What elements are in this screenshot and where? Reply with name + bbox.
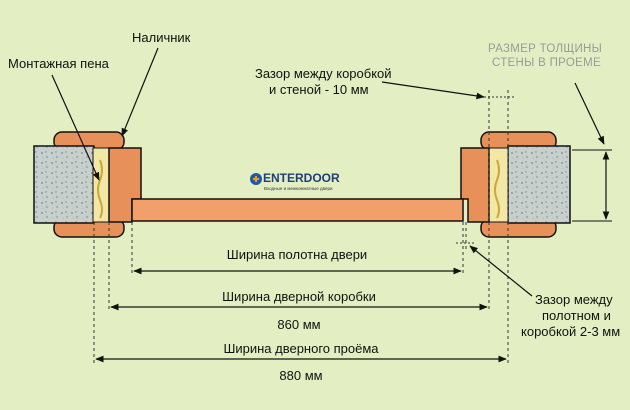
leader-gap-wall — [381, 81, 485, 100]
dim-label-leaf: Ширина полотна двери — [227, 247, 367, 262]
label-architrave: Наличник — [132, 30, 191, 45]
leader-wall-size — [574, 82, 605, 145]
leader-architrave — [121, 47, 159, 137]
label-foam: Монтажная пена — [8, 56, 110, 71]
right-door-frame — [460, 147, 490, 223]
leader-gap-leaf — [469, 245, 533, 297]
left-wall-assembly — [33, 131, 142, 238]
logo-brand: ENTERDOOR — [263, 171, 340, 185]
logo-tagline: Входные и межкомнатные двери — [264, 186, 333, 191]
right-wall — [507, 145, 571, 224]
door-leaf — [131, 198, 464, 222]
leader-foam — [51, 74, 100, 181]
dim-label-opening: Ширина дверного проёма — [223, 341, 379, 356]
label-gap-leaf-3: коробкой 2-3 мм — [521, 324, 620, 339]
right-wall-assembly — [460, 131, 571, 238]
enterdoor-logo: ENTERDOOR Входные и межкомнатные двери — [250, 171, 340, 191]
dim-value-frame: 860 мм — [277, 317, 320, 332]
label-gap-leaf-1: Зазор между — [535, 292, 613, 307]
label-wall-size-2: СТЕНЫ В ПРОЕМЕ — [492, 57, 601, 69]
label-gap-wall-1: Зазор между коробкой — [255, 66, 392, 81]
label-gap-wall-2: и стеной - 10 мм — [269, 82, 369, 97]
dim-value-opening: 880 мм — [279, 368, 322, 383]
label-wall-size-1: РАЗМЕР ТОЛЩИНЫ — [488, 43, 602, 55]
left-wall — [33, 145, 95, 224]
label-gap-leaf-2: полотном и — [542, 308, 611, 323]
dim-label-frame: Ширина дверной коробки — [222, 289, 376, 304]
